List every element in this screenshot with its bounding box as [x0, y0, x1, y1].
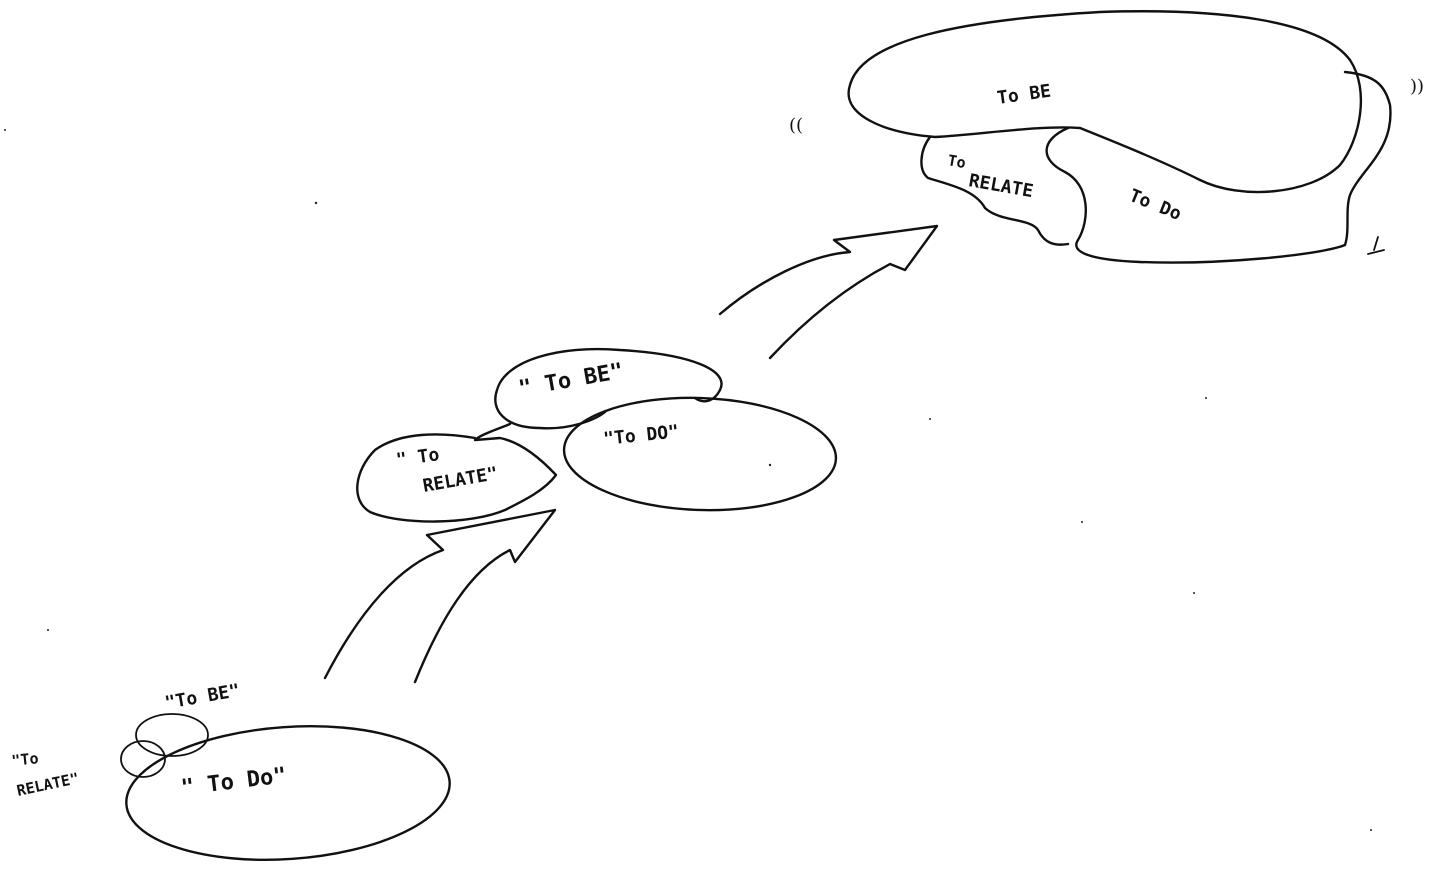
stage-3-to-be-label: To BE: [996, 81, 1053, 109]
stage-3-diagram: To BE To Do To RELATE (( )): [789, 10, 1424, 264]
growth-arrow-2: [718, 224, 939, 360]
stage-2-to-do-label: "To DO": [602, 421, 680, 450]
stage-2-diagram: " To BE" "To DO" " To RELATE": [356, 347, 838, 523]
stage-1-to-be-label: "To BE": [163, 680, 241, 714]
stage-2-to-be-shape: [494, 347, 723, 430]
stage-3-to-do-shape: [1045, 70, 1392, 264]
stage-3-to-do-label: To Do: [1126, 185, 1184, 225]
stage-1-to-do-label: " To Do": [180, 763, 288, 801]
stage-3-close-quote: )): [1410, 76, 1424, 97]
stage-3-to-relate-shape: [920, 135, 1070, 246]
stage-2-to-relate-label-line-2: RELATE": [421, 463, 499, 497]
stage-2-to-do-circle: [562, 396, 838, 512]
stage-2-to-relate-shape: [356, 422, 558, 523]
stage-3-tick-mark: [1367, 236, 1385, 255]
stage-2-to-be-label: " To BE": [517, 359, 626, 402]
stage-1-to-do-circle: [125, 724, 451, 862]
paper-speckles: [4, 129, 1372, 831]
stage-3-to-relate-label-line-1: To: [946, 151, 967, 172]
stage-1-diagram: "To BE" " To Do" "To RELATE": [11, 680, 451, 862]
growth-arrow-1: [323, 508, 557, 684]
stage-3-open-quote: ((: [789, 115, 803, 136]
stage-1-to-relate-label-line-2: RELATE": [15, 769, 81, 800]
stage-2-to-relate-label-line-1: " To: [395, 444, 441, 471]
stage-1-to-relate-label-line-1: "To: [11, 749, 40, 770]
stage-1-to-be-circle: [135, 713, 209, 757]
stage-3-to-be-shape: [847, 10, 1363, 194]
stage-1-to-relate-circle: [120, 740, 166, 778]
